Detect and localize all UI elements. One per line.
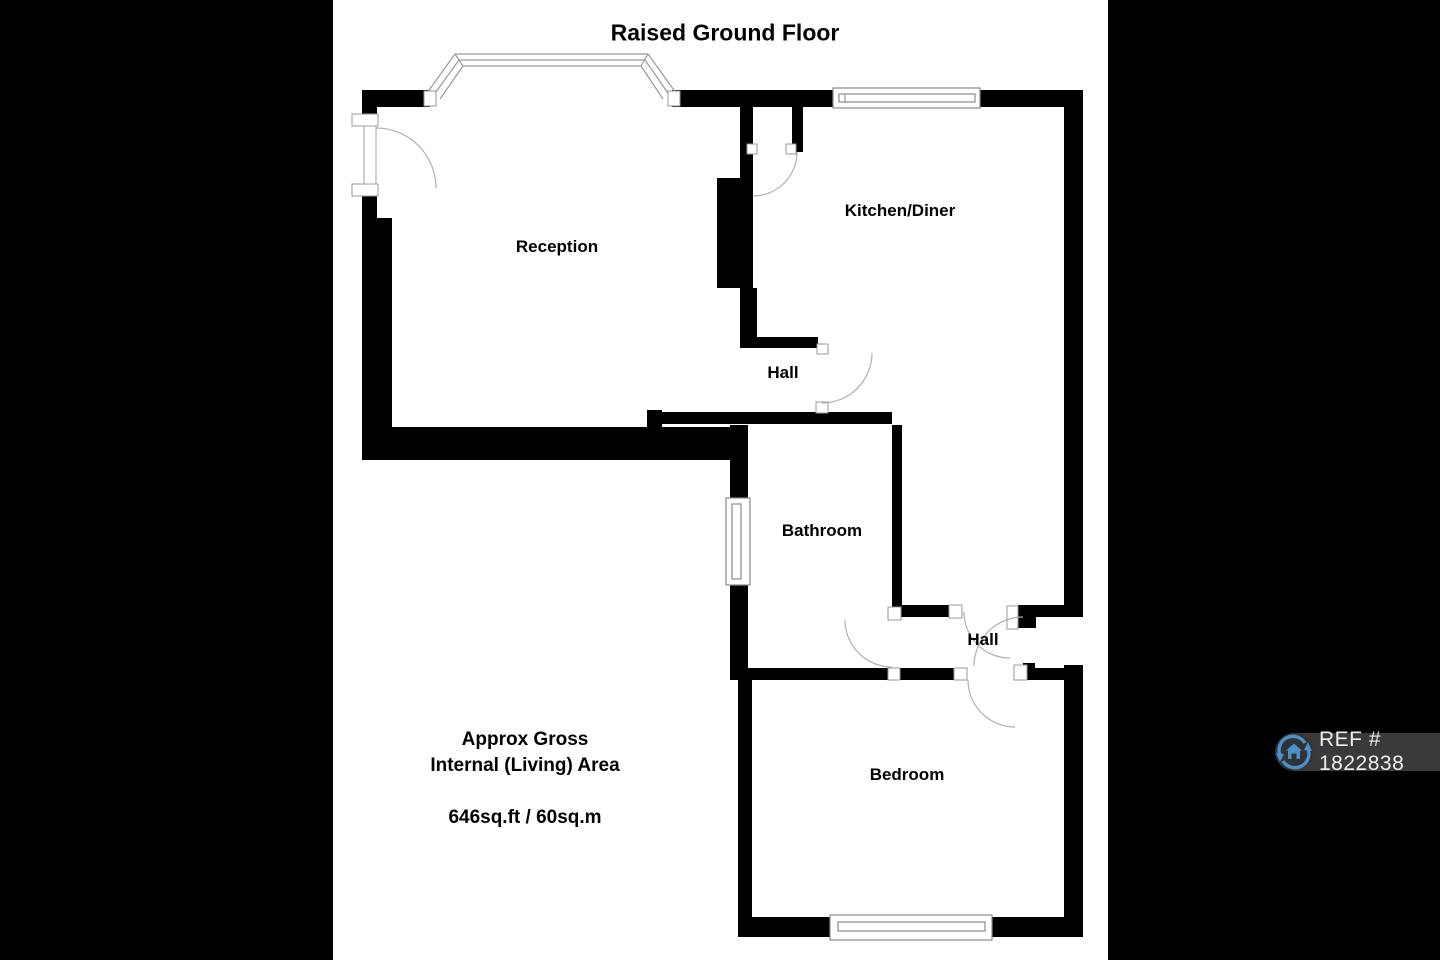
kitchen-door-arc	[821, 352, 873, 404]
walls	[362, 90, 1083, 937]
cupboard-door-arc	[973, 616, 1024, 667]
bay-window-frames	[423, 90, 681, 107]
cupboard-interior	[1036, 617, 1064, 665]
ref-badge-label: REF # 1822838	[1319, 728, 1405, 775]
bay-window	[426, 53, 677, 100]
area-note: Approx Gross Internal (Living) Area	[430, 727, 619, 779]
area-note-line1: Approx Gross	[461, 729, 589, 750]
bathroom-door-arc	[844, 619, 893, 668]
page-title: Raised Ground Floor	[610, 19, 840, 46]
room-label-bedroom: Bedroom	[869, 765, 945, 784]
bedroom-window	[829, 914, 993, 941]
house-sync-icon	[1274, 732, 1314, 772]
room-label-hall-upper: Hall	[767, 363, 799, 382]
hall-door-arc	[963, 611, 1011, 659]
door-leaf	[363, 125, 377, 185]
door-frames	[351, 113, 1028, 681]
room-label-reception: Reception	[515, 237, 599, 256]
area-note-line2: Internal (Living) Area	[430, 755, 620, 776]
room-label-bathroom: Bathroom	[781, 521, 863, 540]
front-door-arc	[752, 151, 798, 197]
bathroom-window	[725, 497, 751, 586]
room-label-kitchen-diner: Kitchen/Diner	[844, 201, 956, 220]
bedroom-door-arc	[967, 679, 1016, 728]
plan-canvas	[333, 0, 1108, 960]
room-label-hall-lower: Hall	[967, 630, 999, 649]
area-value: 646sq.ft / 60sq.m	[448, 807, 602, 828]
ref-badge: REF # 1822838	[1274, 728, 1440, 775]
kitchen-window	[832, 87, 981, 109]
door-arcs	[363, 125, 1024, 728]
reception-door-arc	[375, 127, 437, 189]
